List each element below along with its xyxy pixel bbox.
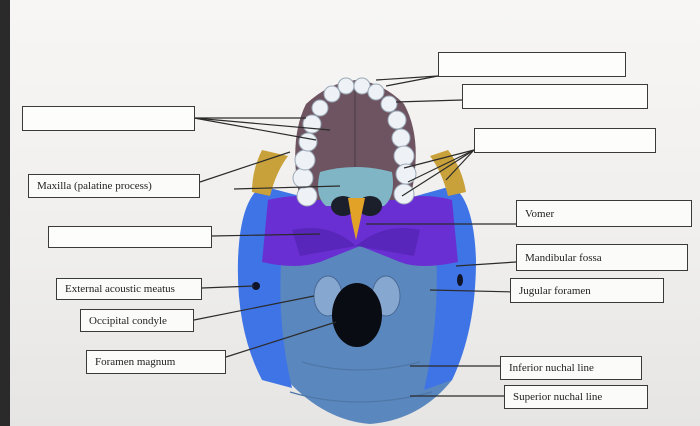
label-mandibular-fossa: Mandibular fossa [516,244,688,271]
label-occipital-condyle: Occipital condyle [80,309,194,332]
photo-edge-shadow [0,0,10,426]
label-maxilla-palatine-process: Maxilla (palatine process) [28,174,200,198]
blank-label-box-1[interactable] [438,52,626,77]
temporal-bone-left [237,186,300,388]
label-superior-nuchal-line: Superior nuchal line [504,385,648,409]
palatine-bone [318,167,393,206]
right-jugular-foramen [457,274,463,286]
label-inferior-nuchal-line: Inferior nuchal line [500,356,642,380]
zygomatic-right [430,150,466,196]
foramen-magnum [332,283,382,347]
vomer-bone [348,198,365,240]
label-foramen-magnum: Foramen magnum [86,350,226,374]
label-external-acoustic-meatus: External acoustic meatus [56,278,202,300]
inferior-nuchal-ridge [301,361,421,371]
blank-label-box-2[interactable] [462,84,648,109]
blank-label-box-4[interactable] [474,128,656,153]
left-external-acoustic-opening [252,282,260,290]
sphenoid-shade [292,228,420,256]
blank-label-box-3[interactable] [22,106,195,131]
teeth [292,77,417,207]
label-vomer: Vomer [516,200,692,227]
label-jugular-foramen: Jugular foramen [510,278,664,303]
temporal-bone-right [416,186,476,390]
leader-lines [193,75,517,397]
blank-label-box-5[interactable] [48,226,212,248]
zygomatic-left [252,150,288,196]
